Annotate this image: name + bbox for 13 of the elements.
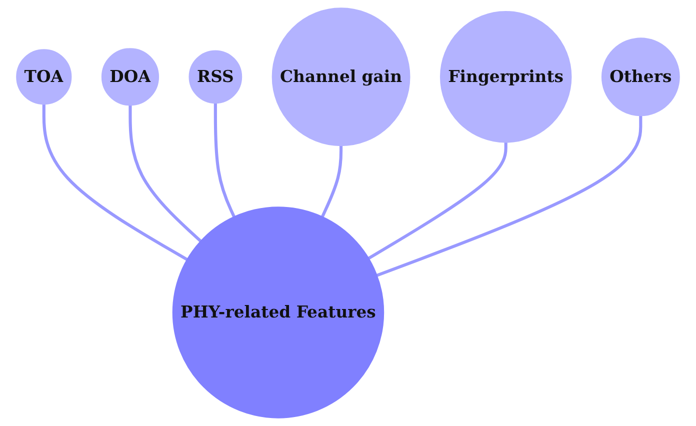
connector bbox=[320, 146, 343, 218]
node-circle: RSS bbox=[188, 50, 242, 104]
connector bbox=[376, 116, 642, 277]
connector bbox=[214, 103, 236, 218]
connector bbox=[368, 142, 508, 260]
node-circle: Channel gain bbox=[272, 8, 410, 146]
node-circle: TOA bbox=[16, 49, 72, 105]
connector bbox=[42, 104, 188, 261]
node-circle: PHY-related Features bbox=[172, 206, 384, 418]
node-circle: DOA bbox=[101, 48, 160, 106]
node-circle: Fingerprints bbox=[440, 11, 572, 143]
connector bbox=[128, 105, 202, 242]
node-circle: Others bbox=[601, 38, 680, 116]
